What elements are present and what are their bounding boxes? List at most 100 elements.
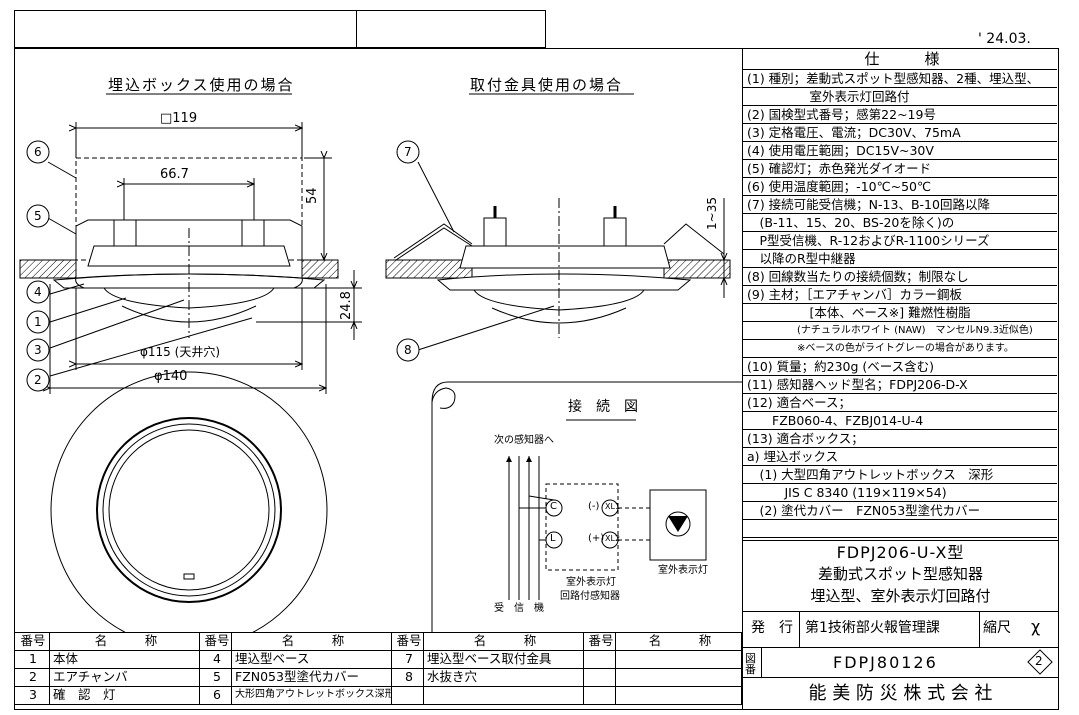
right-section-view — [385, 140, 731, 362]
drawing-number: FDPJ80126 — [833, 653, 938, 672]
parts-empty — [392, 687, 424, 705]
parts-row-no: 2 — [14, 669, 50, 687]
spec-row — [743, 520, 1057, 538]
header-divider — [356, 10, 357, 48]
spec-row: 以降のR型中継器 — [743, 250, 1057, 268]
spec-row: (3) 定格電圧、電流；DC30V、75mA — [743, 124, 1057, 142]
receiver-label: 受 信 機 — [494, 603, 544, 614]
product-name-2: 埋込型、室外表示灯回路付 — [810, 587, 991, 605]
parts-row-name: 埋込型ベース — [232, 651, 392, 669]
drawing-frame — [14, 48, 1059, 710]
callout-6: 6 — [34, 145, 42, 159]
callout-5: 5 — [34, 209, 42, 223]
parts-row-name: 本体 — [50, 651, 200, 669]
terminal-xl2: XL2 — [605, 534, 621, 543]
dim-box: □119 — [160, 111, 198, 126]
parts-header-no: 番号 — [392, 633, 424, 651]
wiring-diagram — [431, 381, 742, 632]
spec-row: (11) 感知器ヘッド型名；FDPJ206-D-X — [743, 376, 1057, 394]
spec-row: (5) 確認灯；赤色発光ダイオード — [743, 160, 1057, 178]
parts-row-no: 1 — [14, 651, 50, 669]
spec-row: (1) 大型四角アウトレットボックス 深形 — [743, 466, 1057, 484]
terminal-plus: (+) — [588, 533, 605, 544]
spec-row: a) 埋込ボックス — [743, 448, 1057, 466]
scale-value: χ — [1031, 617, 1041, 636]
spec-panel: 仕 様 (1) 種別；差動式スポット型感知器、2種、埋込型、 室外表示灯回路付(… — [742, 48, 1059, 540]
parts-header-name: 名 称 — [232, 633, 392, 651]
parts-header-name: 名 称 — [424, 633, 584, 651]
right-view-title: 取付金具使用の場合 — [470, 76, 624, 94]
title-divider-3 — [979, 611, 980, 647]
wiring-title: 接 続 図 — [568, 399, 638, 415]
parts-header-name: 名 称 — [50, 633, 200, 651]
spec-row: (8) 回線数当たりの接続個数；制限なし — [743, 268, 1057, 286]
callout-8: 8 — [404, 343, 412, 357]
dim-hole: φ115 (天井穴) — [140, 345, 220, 359]
title-divider-1 — [743, 611, 1058, 612]
parts-row-name: FZN053型塗代カバー — [232, 669, 392, 687]
detector-label-2: 回路付感知器 — [560, 591, 620, 602]
technical-drawing — [19, 93, 742, 632]
parts-header-no: 番号 — [14, 633, 50, 651]
parts-header-name: 名 称 — [616, 633, 742, 651]
parts-header-no: 番号 — [200, 633, 232, 651]
detector-label-1: 室外表示灯 — [566, 577, 616, 588]
issuer: 第1技術部火報管理課 — [805, 620, 940, 636]
callout-2: 2 — [34, 373, 42, 387]
left-view-title: 埋込ボックス使用の場合 — [108, 76, 295, 94]
callout-4: 4 — [34, 285, 42, 299]
parts-empty — [616, 669, 742, 687]
title-divider-6 — [743, 677, 1058, 678]
wiring-next-detector: 次の感知器へ — [494, 435, 554, 446]
dim-pitch: 66.7 — [160, 167, 189, 182]
spec-row: (4) 使用電圧範囲；DC15V~30V — [743, 142, 1057, 160]
product-name-1: 差動式スポット型感知器 — [817, 565, 983, 583]
parts-empty — [616, 687, 742, 705]
spec-row: (1) 種別；差動式スポット型感知器、2種、埋込型、 — [743, 70, 1057, 88]
issue-label: 発 行 — [751, 620, 793, 636]
spec-row: [本体、ベース※] 難燃性樹脂 — [743, 304, 1057, 322]
spec-row: (13) 適合ボックス； — [743, 430, 1057, 448]
parts-row-no: 4 — [200, 651, 232, 669]
dim-outer: φ140 — [154, 369, 188, 384]
spec-row: P型受信機、R-12およびR-1100シリーズ — [743, 232, 1057, 250]
parts-row-no: 7 — [392, 651, 424, 669]
spec-row: (10) 質量；約230g (ベース含む) — [743, 358, 1057, 376]
company-name: 能 美 防 災 株 式 会 社 — [808, 683, 993, 704]
spec-row: (2) 塗代カバー FZN053型塗代カバー — [743, 502, 1057, 520]
parts-row-no: 5 — [200, 669, 232, 687]
parts-row-name: 大形四角アウトレットボックス深形 — [232, 687, 392, 705]
spec-row: (6) 使用温度範囲；-10℃~50℃ — [743, 178, 1057, 196]
parts-empty — [584, 687, 616, 705]
title-divider-4 — [743, 647, 1058, 648]
parts-row-name: エアチャンバ — [50, 669, 200, 687]
parts-header-no: 番号 — [584, 633, 616, 651]
spec-row: (7) 接続可能受信機；N-13、B-10回路以降 — [743, 196, 1057, 214]
dim-depth: 24.8 — [339, 291, 354, 320]
header-box — [14, 10, 546, 48]
parts-row-no: 6 — [200, 687, 232, 705]
title-divider-5 — [761, 647, 762, 677]
revision-date: ' 24.03. — [978, 31, 1031, 47]
parts-empty — [584, 651, 616, 669]
left-section-view — [19, 122, 362, 394]
title-divider-2 — [799, 611, 800, 647]
dim-height: 54 — [305, 187, 320, 204]
spec-row: 室外表示灯回路付 — [743, 88, 1057, 106]
callout-7: 7 — [404, 145, 412, 159]
dim-clamp: 1~35 — [705, 197, 719, 230]
model-number: FDPJ206-U-X型 — [836, 543, 965, 562]
parts-row-no: 3 — [14, 687, 50, 705]
plan-view — [50, 371, 328, 632]
terminal-l: L — [550, 533, 556, 544]
drawing-label: 図番 — [745, 652, 756, 676]
parts-row-name: 埋込型ベース取付金具 — [424, 651, 584, 669]
title-block: FDPJ206-U-X型 差動式スポット型感知器 埋込型、室外表示灯回路付 発 … — [742, 540, 1059, 710]
spec-row: (ナチュラルホワイト (NAW) マンセルN9.3近似色) — [743, 322, 1057, 340]
spec-row: ※ベースの色がライトグレーの場合があります。 — [743, 340, 1057, 358]
spec-title: 仕 様 — [743, 48, 1057, 70]
parts-row-no: 8 — [392, 669, 424, 687]
spec-row: (2) 国検型式番号；感第22~19号 — [743, 106, 1057, 124]
spec-row: (9) 主材；［エアチャンバ］カラー鋼板 — [743, 286, 1057, 304]
